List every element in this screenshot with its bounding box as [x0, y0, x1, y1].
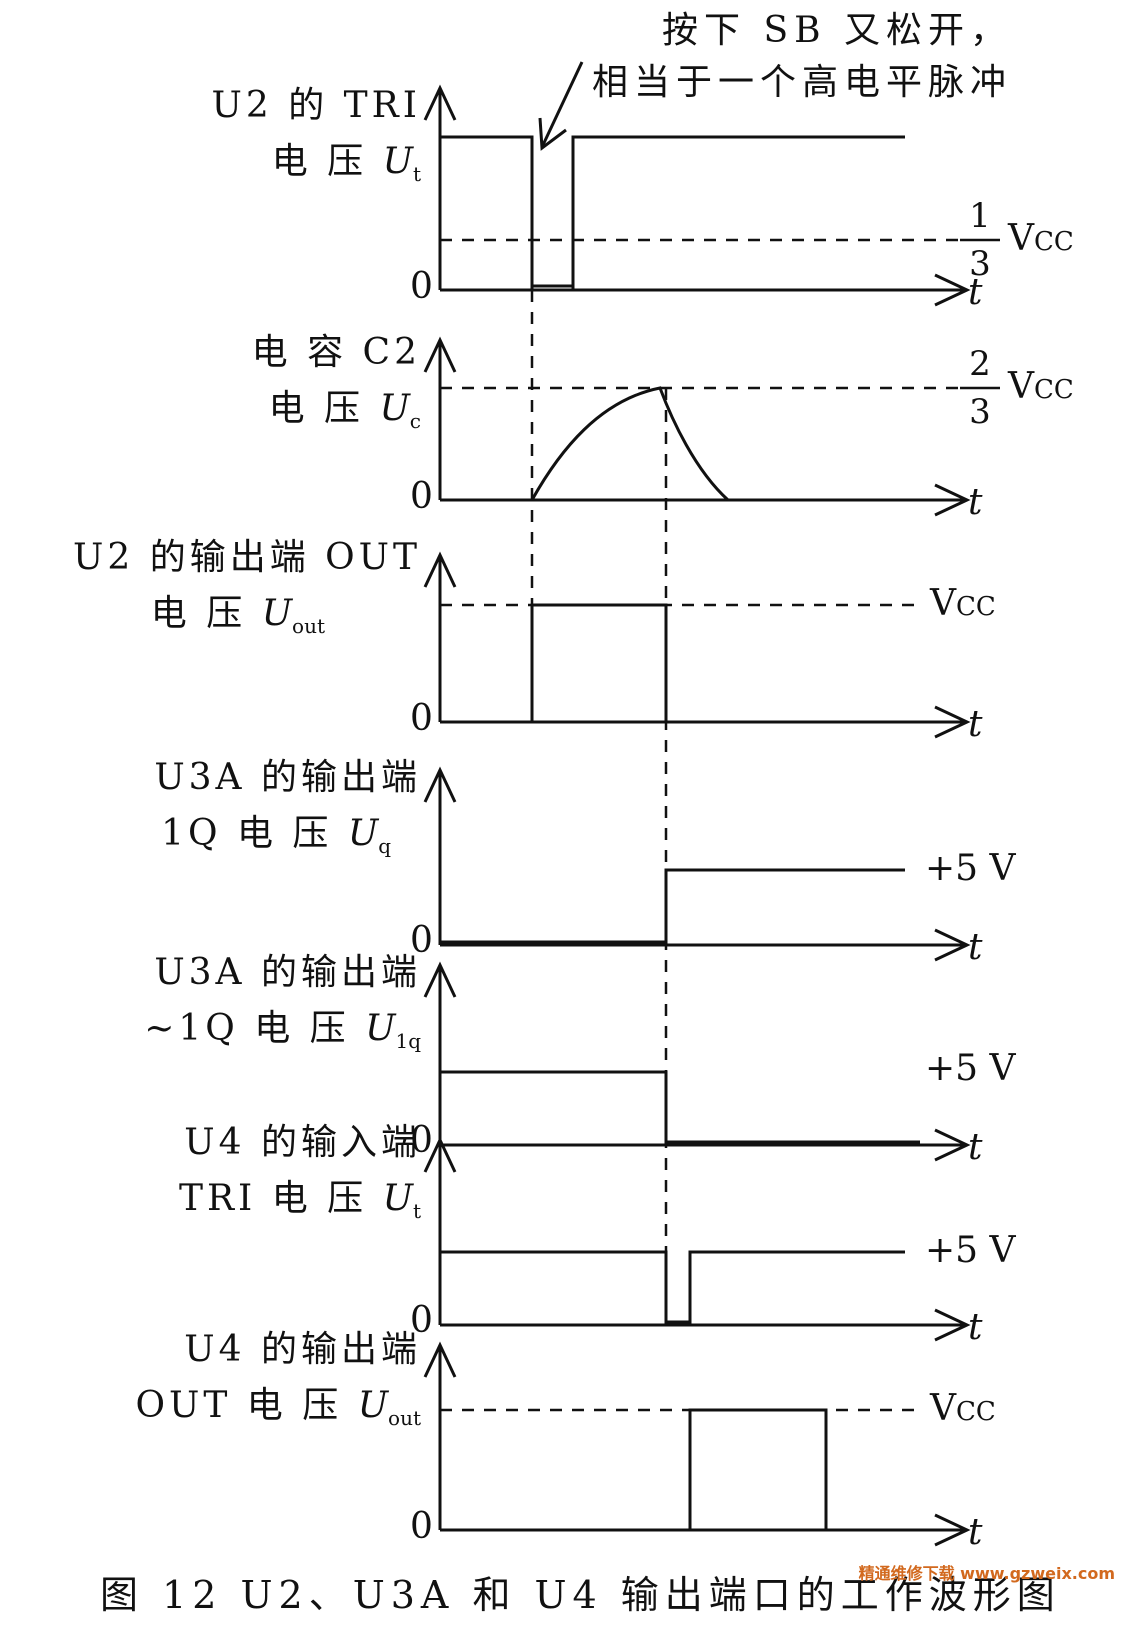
- time-label: t: [968, 1307, 983, 1348]
- zero-label: 0: [410, 266, 433, 307]
- label-u4-out: U4 的输出端 OUT 电 压 Uout: [135, 1322, 421, 1446]
- zero-label: 0: [410, 1506, 433, 1547]
- vcc-label: VCC: [1008, 366, 1074, 407]
- time-markers: [530, 290, 668, 1325]
- label-u2-tri: U2 的 TRI 电 压 Ut: [212, 78, 421, 202]
- time-label: t: [968, 482, 983, 523]
- time-label: t: [968, 704, 983, 745]
- time-label: t: [968, 1127, 983, 1168]
- plus5-label: +5 V: [925, 1048, 1016, 1089]
- y-axes: [423, 84, 457, 1530]
- vcc-label: VCC: [930, 1388, 996, 1429]
- label-line2: 1Q 电 压 Uq: [161, 813, 391, 859]
- label-u4-tri: U4 的输入端 TRI 电 压 Ut: [179, 1115, 421, 1239]
- label-c2: 电 容 C2 电 压 Uc: [252, 325, 421, 449]
- wave-c2: [530, 386, 730, 502]
- wave-u4-tri: [440, 1250, 905, 1324]
- label-line2: TRI 电 压 Ut: [178, 1178, 421, 1224]
- label-1q: U3A 的输出端 1Q 电 压 Uq: [154, 750, 421, 874]
- label-line1: U4 的输出端: [184, 1329, 421, 1370]
- fraction-numerator: 1: [969, 196, 991, 236]
- label-line2: OUT 电 压 Uout: [135, 1385, 421, 1431]
- plus5-label: +5 V: [925, 1230, 1016, 1271]
- fraction-denominator: 3: [969, 392, 991, 432]
- time-axes: [440, 273, 971, 1547]
- vcc-label: VCC: [930, 583, 996, 624]
- wave-1q: [440, 868, 905, 944]
- zero-label: 0: [410, 920, 433, 961]
- fraction-numerator: 2: [969, 344, 991, 384]
- reference-levels: [440, 238, 960, 1412]
- watermark: 精通维修下载 www.gzweix.com: [858, 1564, 1115, 1583]
- annotation-line2: 相当于一个高电平脉冲: [592, 62, 1013, 103]
- zero-label: 0: [410, 1120, 433, 1161]
- label-line1: U3A 的输出端: [154, 757, 421, 798]
- figure-caption: 图 12 U2、U3A 和 U4 输出端口的工作波形图: [100, 1573, 1061, 1617]
- vcc-label: VCC: [1008, 218, 1074, 259]
- annotation-arrow: [538, 61, 584, 151]
- wave-n1q: [440, 1070, 920, 1144]
- time-label: t: [968, 1512, 983, 1553]
- label-n1q: U3A 的输出端 ~1Q 电 压 U1q: [144, 945, 421, 1069]
- wave-u2-out: [530, 603, 668, 722]
- time-label: t: [968, 272, 983, 313]
- label-line1: U4 的输入端: [184, 1122, 421, 1163]
- label-line2: 电 压 Uc: [268, 388, 421, 434]
- label-line1: U3A 的输出端: [154, 952, 421, 993]
- plus5-label: +5 V: [925, 848, 1016, 889]
- wave-u2-tri: [440, 135, 905, 292]
- annotation-line1: 按下 SB 又松开，: [662, 10, 1013, 51]
- zero-label: 0: [410, 698, 433, 739]
- label-line2: ~1Q 电 压 U1q: [144, 1008, 421, 1054]
- label-line1: 电 容 C2: [251, 332, 421, 373]
- fraction-denominator: 3: [969, 244, 991, 284]
- zero-label: 0: [410, 1300, 433, 1341]
- label-line2: 电 压 Uout: [150, 593, 325, 639]
- wave-u4-out: [688, 1408, 828, 1530]
- zero-label: 0: [410, 476, 433, 517]
- label-line1: U2 的 TRI: [211, 85, 421, 126]
- label-line1: U2 的输出端 OUT: [73, 537, 421, 578]
- label-u2-out: U2 的输出端 OUT 电 压 Uout: [73, 530, 421, 654]
- label-line2: 电 压 Ut: [271, 141, 421, 187]
- time-label: t: [968, 927, 983, 968]
